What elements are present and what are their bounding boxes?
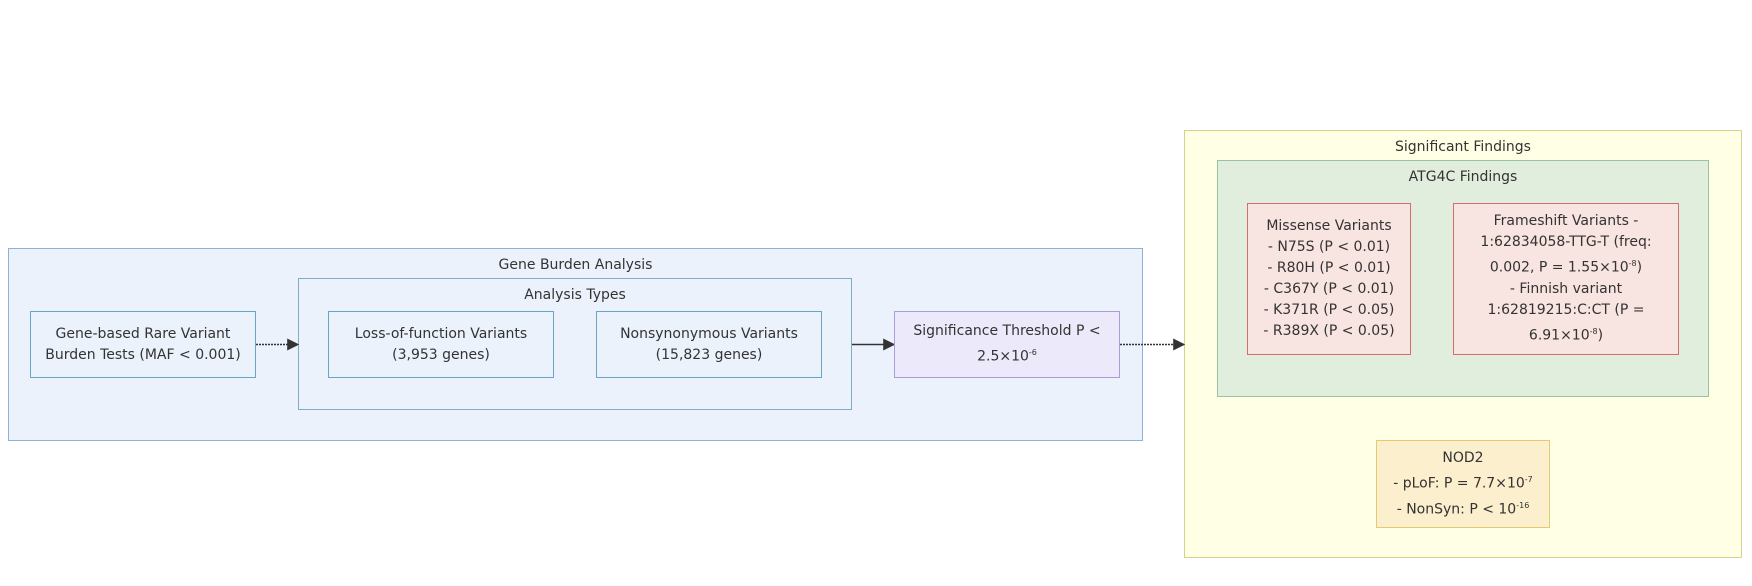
frameshift-p-exp: -8 (1628, 259, 1637, 269)
nod2-plof-base: - pLoF: P = 7.7×10 (1393, 475, 1525, 492)
node-burden-tests: Gene-based Rare Variant Burden Tests (MA… (30, 311, 256, 378)
frameshift-p-tail: ) (1636, 260, 1643, 276)
cluster-title: Gene Burden Analysis (498, 257, 653, 273)
finnish-p-base: 6.91×10 (1528, 327, 1590, 344)
node-line: Missense Variants (1266, 218, 1392, 234)
frameshift-p-base: 0.002, P = 1.55×10 (1489, 260, 1629, 276)
node-line: - NonSyn: P < 10-16 (1397, 495, 1530, 521)
node-line: 1:62819215:C:CT (P = (1487, 302, 1645, 318)
nod2-plof-exp: -7 (1524, 474, 1533, 484)
node-missense-variants: Missense Variants - N75S (P < 0.01) - R8… (1247, 203, 1411, 355)
node-line: Nonsynonymous Variants (620, 325, 798, 342)
node-loss-of-function: Loss-of-function Variants (3,953 genes) (328, 311, 554, 378)
node-line: - R389X (P < 0.05) (1263, 323, 1395, 339)
finnish-p-exp: -8 (1589, 327, 1598, 336)
node-line: - R80H (P < 0.01) (1267, 260, 1391, 276)
threshold-base: 2.5×10 (977, 348, 1029, 365)
node-line: NOD2 (1442, 449, 1484, 466)
node-line: Burden Tests (MAF < 0.001) (45, 346, 241, 363)
node-line: 2.5×10-6 (977, 342, 1037, 368)
node-line: Loss-of-function Variants (354, 325, 528, 342)
node-nod2: NOD2 - pLoF: P = 7.7×10-7 - NonSyn: P < … (1376, 440, 1550, 528)
node-line: - Finnish variant (1509, 281, 1623, 297)
cluster-title: ATG4C Findings (1408, 169, 1518, 185)
nod2-nonsyn-exp: -16 (1516, 500, 1530, 510)
node-line: 1:62834058-TTG-T (freq: (1480, 234, 1652, 251)
node-line: 6.91×10-8) (1529, 321, 1603, 347)
node-significance-threshold: Significance Threshold P < 2.5×10-6 (894, 311, 1120, 378)
finnish-p-tail: ) (1597, 327, 1604, 344)
node-line: Significance Threshold P < (913, 323, 1101, 340)
node-nonsynonymous: Nonsynonymous Variants (15,823 genes) (596, 311, 822, 378)
node-line: - K371R (P < 0.05) (1263, 302, 1395, 318)
node-line: (3,953 genes) (392, 346, 490, 363)
threshold-exp: -6 (1028, 348, 1037, 358)
cluster-title: Analysis Types (524, 287, 626, 303)
node-line: Frameshift Variants - (1493, 213, 1639, 230)
node-line: - N75S (P < 0.01) (1267, 239, 1391, 255)
cluster-title: Significant Findings (1395, 139, 1531, 155)
node-line: - pLoF: P = 7.7×10-7 (1393, 469, 1533, 495)
node-line: Gene-based Rare Variant (55, 325, 231, 342)
nod2-nonsyn-base: - NonSyn: P < 10 (1396, 501, 1517, 518)
node-line: - C367Y (P < 0.01) (1263, 281, 1395, 297)
node-line: (15,823 genes) (655, 346, 763, 363)
node-frameshift-variants: Frameshift Variants - 1:62834058-TTG-T (… (1453, 203, 1679, 355)
node-line: 0.002, P = 1.55×10-8) (1490, 253, 1642, 279)
